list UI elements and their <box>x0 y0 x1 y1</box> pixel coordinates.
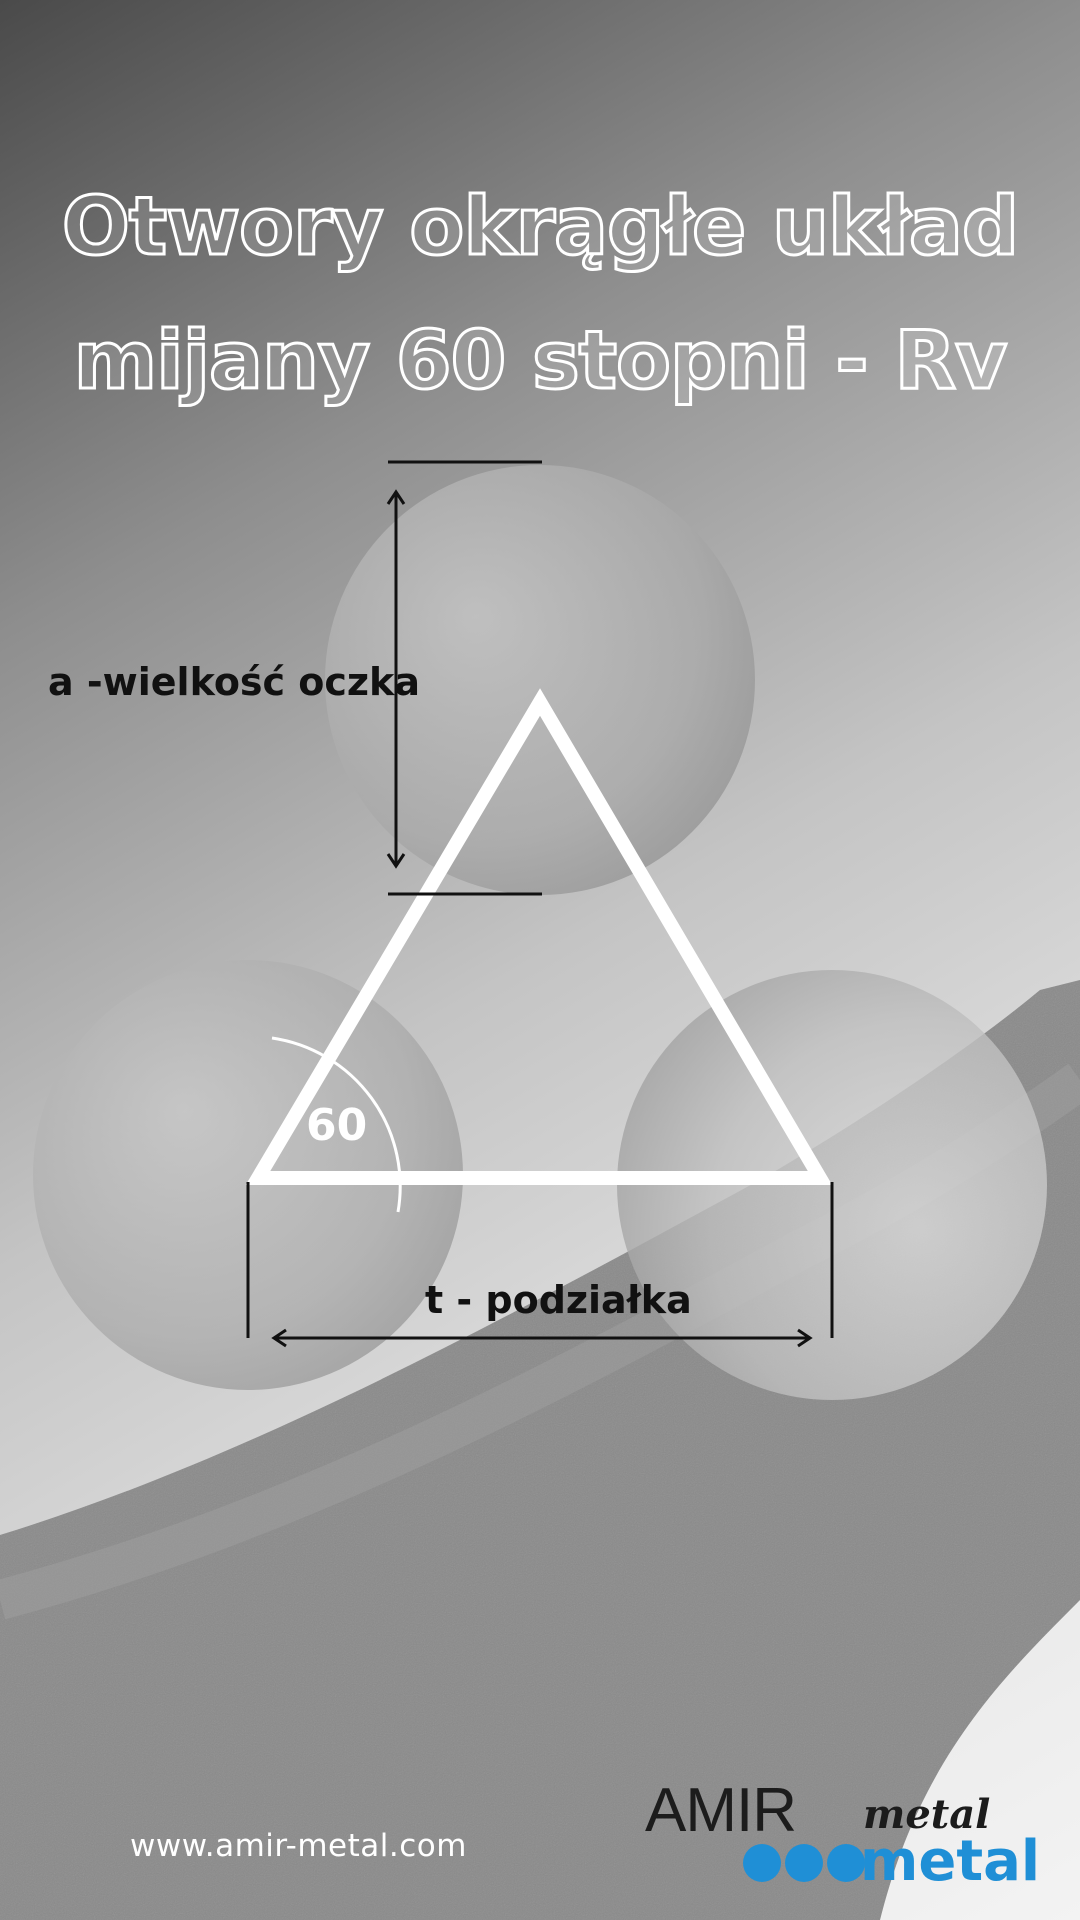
label-mesh-size: a -wielkość oczka <box>48 660 420 704</box>
logo-dots-icon <box>743 1844 865 1882</box>
company-logo: AMIR metal metal <box>645 1775 1055 1895</box>
angle-value: 60 <box>306 1100 368 1151</box>
angle-arc <box>271 1036 402 1213</box>
title-line-1: Otwory okrągłe układ <box>60 179 1020 275</box>
logo-secondary-text: metal <box>860 1829 1041 1894</box>
dim-t-arrow-left <box>271 1328 287 1348</box>
page-title: Otwory okrągłe układ mijany 60 stopni - … <box>0 160 1080 428</box>
dim-a-arrow-bottom <box>386 853 406 869</box>
logo-dot <box>743 1844 781 1882</box>
hole-bottom-left <box>33 960 463 1390</box>
pitch-triangle <box>245 688 833 1185</box>
hole-top <box>325 465 755 895</box>
title-line-2: mijany 60 stopni - Rv <box>72 313 1008 409</box>
website-link[interactable]: www.amir-metal.com <box>130 1828 467 1864</box>
label-pitch: t - podziałka <box>425 1278 692 1322</box>
logo-script-text: metal <box>863 1791 991 1838</box>
logo-main-text: AMIR <box>645 1776 797 1845</box>
logo-dot <box>785 1844 823 1882</box>
dim-a-arrow-top <box>386 489 406 505</box>
dim-t-arrow-right <box>797 1328 813 1348</box>
logo-dot <box>827 1844 865 1882</box>
